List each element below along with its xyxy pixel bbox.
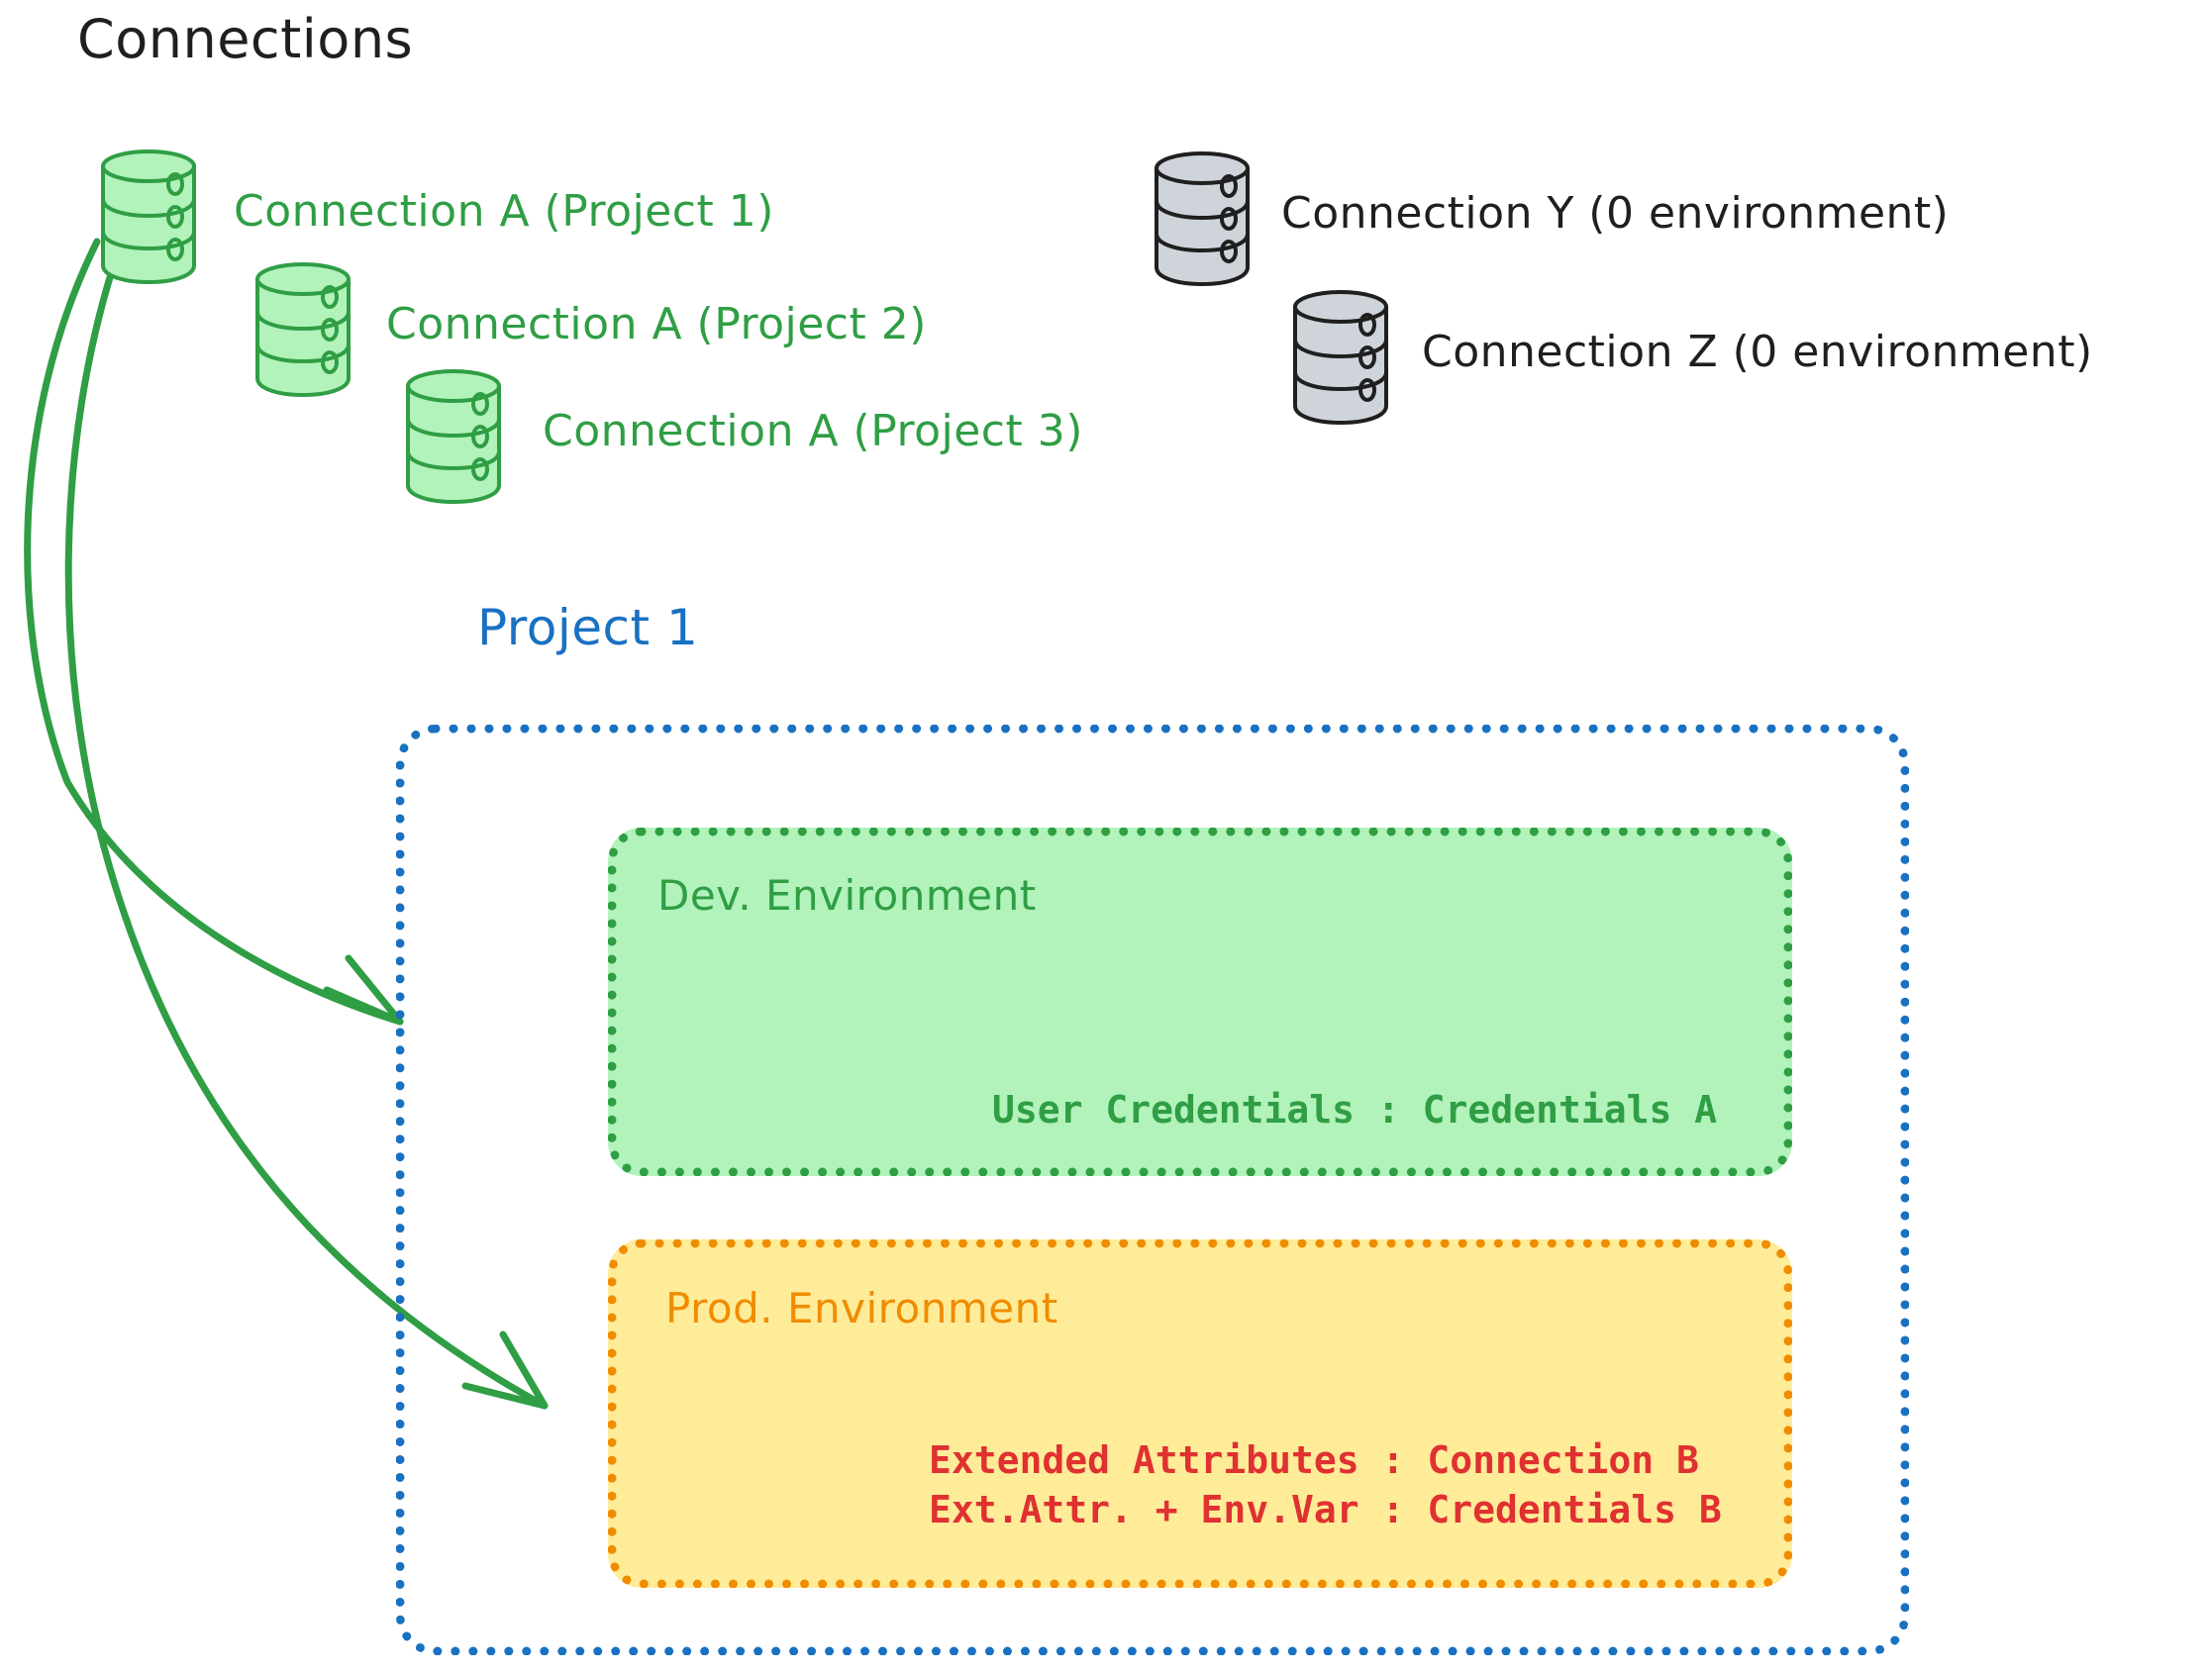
dev-environment-title: Dev. Environment <box>657 871 1037 920</box>
prod-environment-box <box>608 1239 1792 1588</box>
dev-environment-body: User Credentials : Credentials A <box>992 1088 1718 1132</box>
dev-environment-box <box>608 828 1792 1176</box>
project-container <box>396 725 1909 1655</box>
connection-label-a-project-1: Connection A (Project 1) <box>234 186 774 237</box>
prod-line-2: Ext.Attr. + Env.Var : Credentials B <box>929 1488 1722 1531</box>
connection-label-a-project-2: Connection A (Project 2) <box>386 299 927 349</box>
connection-label-a-project-3: Connection A (Project 3) <box>543 406 1083 456</box>
prod-environment-body: Extended Attributes : Connection B Ext.At… <box>929 1435 1722 1534</box>
prod-line-1: Extended Attributes : Connection B <box>929 1438 1699 1482</box>
prod-environment-title: Prod. Environment <box>665 1284 1058 1332</box>
database-icon <box>250 259 356 402</box>
page-title: Connections <box>77 8 414 70</box>
database-icon <box>1149 148 1256 291</box>
database-icon <box>95 147 202 289</box>
database-icon <box>400 366 507 509</box>
project-title: Project 1 <box>477 599 699 656</box>
connection-label-z: Connection Z (0 environment) <box>1422 327 2093 377</box>
database-icon <box>1287 287 1394 430</box>
connection-label-y: Connection Y (0 environment) <box>1281 188 1950 239</box>
